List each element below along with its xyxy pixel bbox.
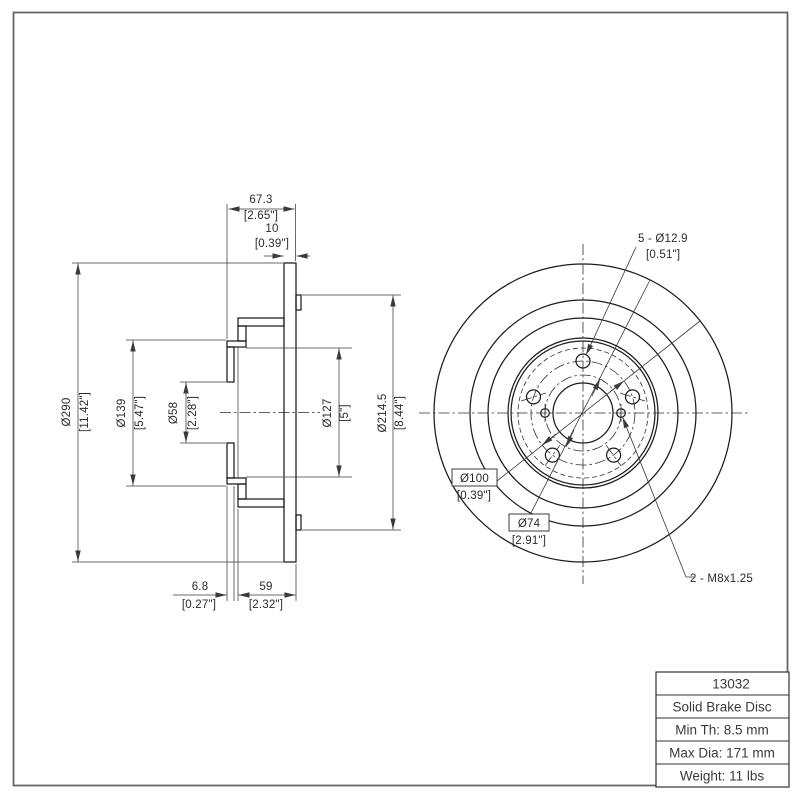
bolt-circle-dim-box [451,468,498,487]
dimension-lines [75,206,396,598]
dim-outer-diameter-in: [11.42"] [79,392,91,432]
spec-product-type: Solid Brake Disc [672,700,771,715]
callout-thread: 2 - M8x1.25 [690,573,753,585]
dim-band-thickness-in: [0.39"] [255,238,289,250]
dim-inner-band-diameter-in: [8.44"] [394,396,406,430]
dim-hat-diameter-mm: Ø139 [116,399,128,428]
dim-bore-diameter-mm: Ø58 [168,402,180,424]
callout-bolt-circle-in: [0.39"] [457,490,491,502]
extension-lines [72,204,401,601]
dim-flange-thickness-mm: 6.8 [192,581,209,593]
dim-inner-band-diameter-mm: Ø214.5 [377,394,389,433]
dim-total-width-in: [2.65"] [244,210,278,222]
pilot-dim-box [508,513,550,532]
dim-bore-diameter-in: [2.28"] [187,396,199,430]
dim-drum-diameter-mm: Ø127 [322,399,334,428]
dim-hat-depth-mm: 59 [259,581,272,593]
section-interior-edges [237,347,284,478]
callout-bolt-circle-mm: Ø100 [460,473,489,485]
spec-max-diameter: Max Dia: 171 mm [669,746,775,761]
sheet-border [12,11,789,787]
spec-part-number: 13032 [712,677,750,692]
spec-table: 13032 Solid Brake Disc Min Th: 8.5 mm Ma… [655,671,790,788]
dim-flange-thickness-in: [0.27"] [182,599,216,611]
dim-band-thickness-mm: 10 [265,223,278,235]
dim-total-width-mm: 67.3 [249,194,272,206]
leader-lines [496,246,701,578]
bolt-holes [520,353,646,466]
callout-pilot-mm: Ø74 [518,518,541,530]
cross-section-view: 67.3 [2.65"] 10 [0.39"] Ø290 [11.42"] Ø1… [61,194,406,611]
callout-bolt-holes-line1: 5 - Ø12.9 [638,233,688,245]
front-view: 5 - Ø12.9 [0.51"] Ø100 [0.39"] Ø74 [2.91… [419,233,753,585]
dim-drum-diameter-in: [5"] [339,404,351,422]
dim-outer-diameter-mm: Ø290 [61,398,73,427]
dimension-labels: 67.3 [2.65"] 10 [0.39"] Ø290 [11.42"] Ø1… [61,194,406,611]
spec-weight: Weight: 11 lbs [680,769,765,784]
dim-hat-diameter-in: [5.47"] [134,396,146,430]
callout-pilot-in: [2.91"] [512,535,546,547]
front-view-callouts: 5 - Ø12.9 [0.51"] Ø100 [0.39"] Ø74 [2.91… [451,233,753,585]
dim-hat-depth-in: [2.32"] [249,599,283,611]
callout-bolt-holes-line2: [0.51"] [646,249,680,261]
spec-min-thickness: Min Th: 8.5 mm [675,723,769,738]
